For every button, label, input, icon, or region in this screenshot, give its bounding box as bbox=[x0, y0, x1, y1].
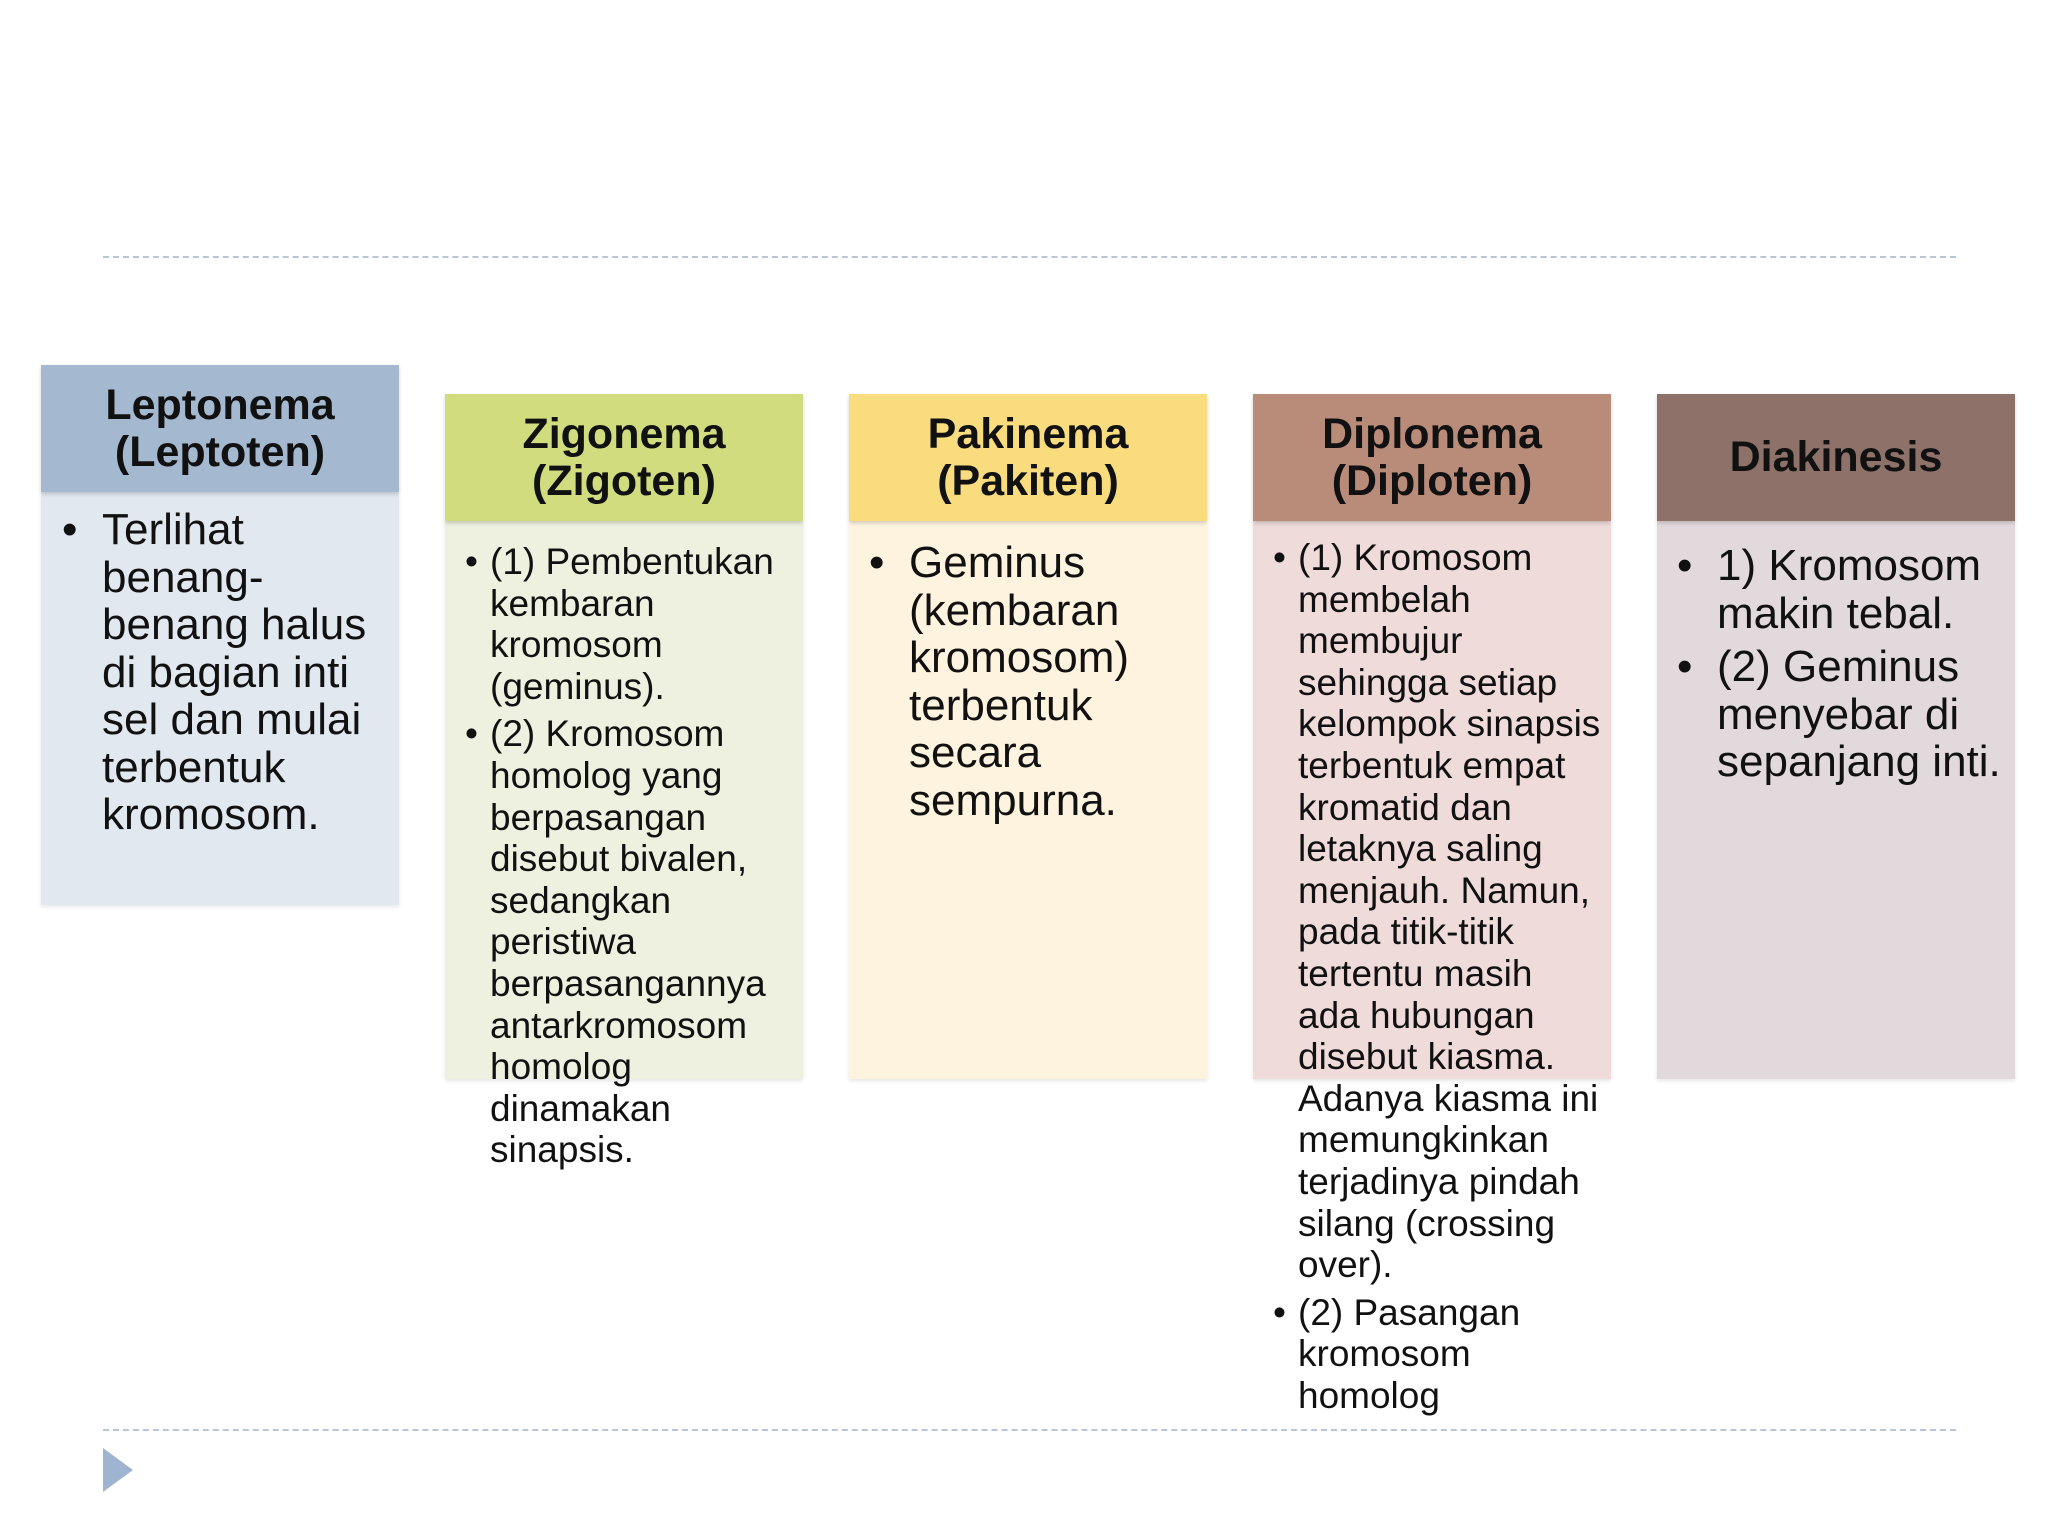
stage-title: Zigonema (Zigoten) bbox=[445, 394, 803, 521]
bullet-list: (1) Pembentukan kembaran kromosom (gemin… bbox=[445, 521, 803, 1171]
bullet-item: Geminus (kembaran kromosom) terbentuk se… bbox=[869, 539, 1197, 824]
stage-leptonema: Leptonema (Leptoten) Terlihat benang-ben… bbox=[41, 365, 399, 905]
bullet-item: (1) Pembentukan kembaran kromosom (gemin… bbox=[465, 541, 793, 707]
stage-description: 1) Kromosom makin tebal. (2) Geminus men… bbox=[1657, 521, 2015, 1079]
stage-description: Geminus (kembaran kromosom) terbentuk se… bbox=[849, 521, 1207, 1079]
bullet-list: Terlihat benang-benang halus di bagian i… bbox=[41, 492, 399, 839]
bullet-list: Geminus (kembaran kromosom) terbentuk se… bbox=[849, 521, 1207, 824]
stage-title: Diakinesis bbox=[1657, 394, 2015, 521]
top-divider bbox=[103, 256, 1956, 258]
bullet-list: 1) Kromosom makin tebal. (2) Geminus men… bbox=[1657, 521, 2015, 786]
bottom-divider bbox=[103, 1429, 1956, 1431]
bullet-item: (2) Pasangan kromosom homolog bbox=[1273, 1292, 1601, 1417]
bullet-list: (1) Kromosom membelah membujur sehingga … bbox=[1253, 521, 1611, 1416]
stage-title: Pakinema (Pakiten) bbox=[849, 394, 1207, 521]
stage-diplonema: Diplonema (Diploten) (1) Kromosom membel… bbox=[1253, 394, 1611, 1416]
bullet-item: (2) Geminus menyebar di sepanjang inti. bbox=[1677, 643, 2005, 786]
stage-zigonema: Zigonema (Zigoten) (1) Pembentukan kemba… bbox=[445, 394, 803, 1170]
bullet-item: Terlihat benang-benang halus di bagian i… bbox=[62, 506, 389, 839]
stage-description: Terlihat benang-benang halus di bagian i… bbox=[41, 492, 399, 905]
stage-title: Diplonema (Diploten) bbox=[1253, 394, 1611, 521]
slide-arrow-icon bbox=[103, 1448, 133, 1492]
stage-description: (1) Pembentukan kembaran kromosom (gemin… bbox=[445, 521, 803, 1170]
stage-pakinema: Pakinema (Pakiten) Geminus (kembaran kro… bbox=[849, 394, 1207, 1079]
stage-title: Leptonema (Leptoten) bbox=[41, 365, 399, 492]
stage-description: (1) Kromosom membelah membujur sehingga … bbox=[1253, 521, 1611, 1416]
stage-diakinesis: Diakinesis 1) Kromosom makin tebal. (2) … bbox=[1657, 394, 2015, 1079]
bullet-item: (2) Kromosom homolog yang berpasangan di… bbox=[465, 713, 793, 1171]
bullet-item: (1) Kromosom membelah membujur sehingga … bbox=[1273, 537, 1601, 1286]
bullet-item: 1) Kromosom makin tebal. bbox=[1677, 542, 2005, 637]
